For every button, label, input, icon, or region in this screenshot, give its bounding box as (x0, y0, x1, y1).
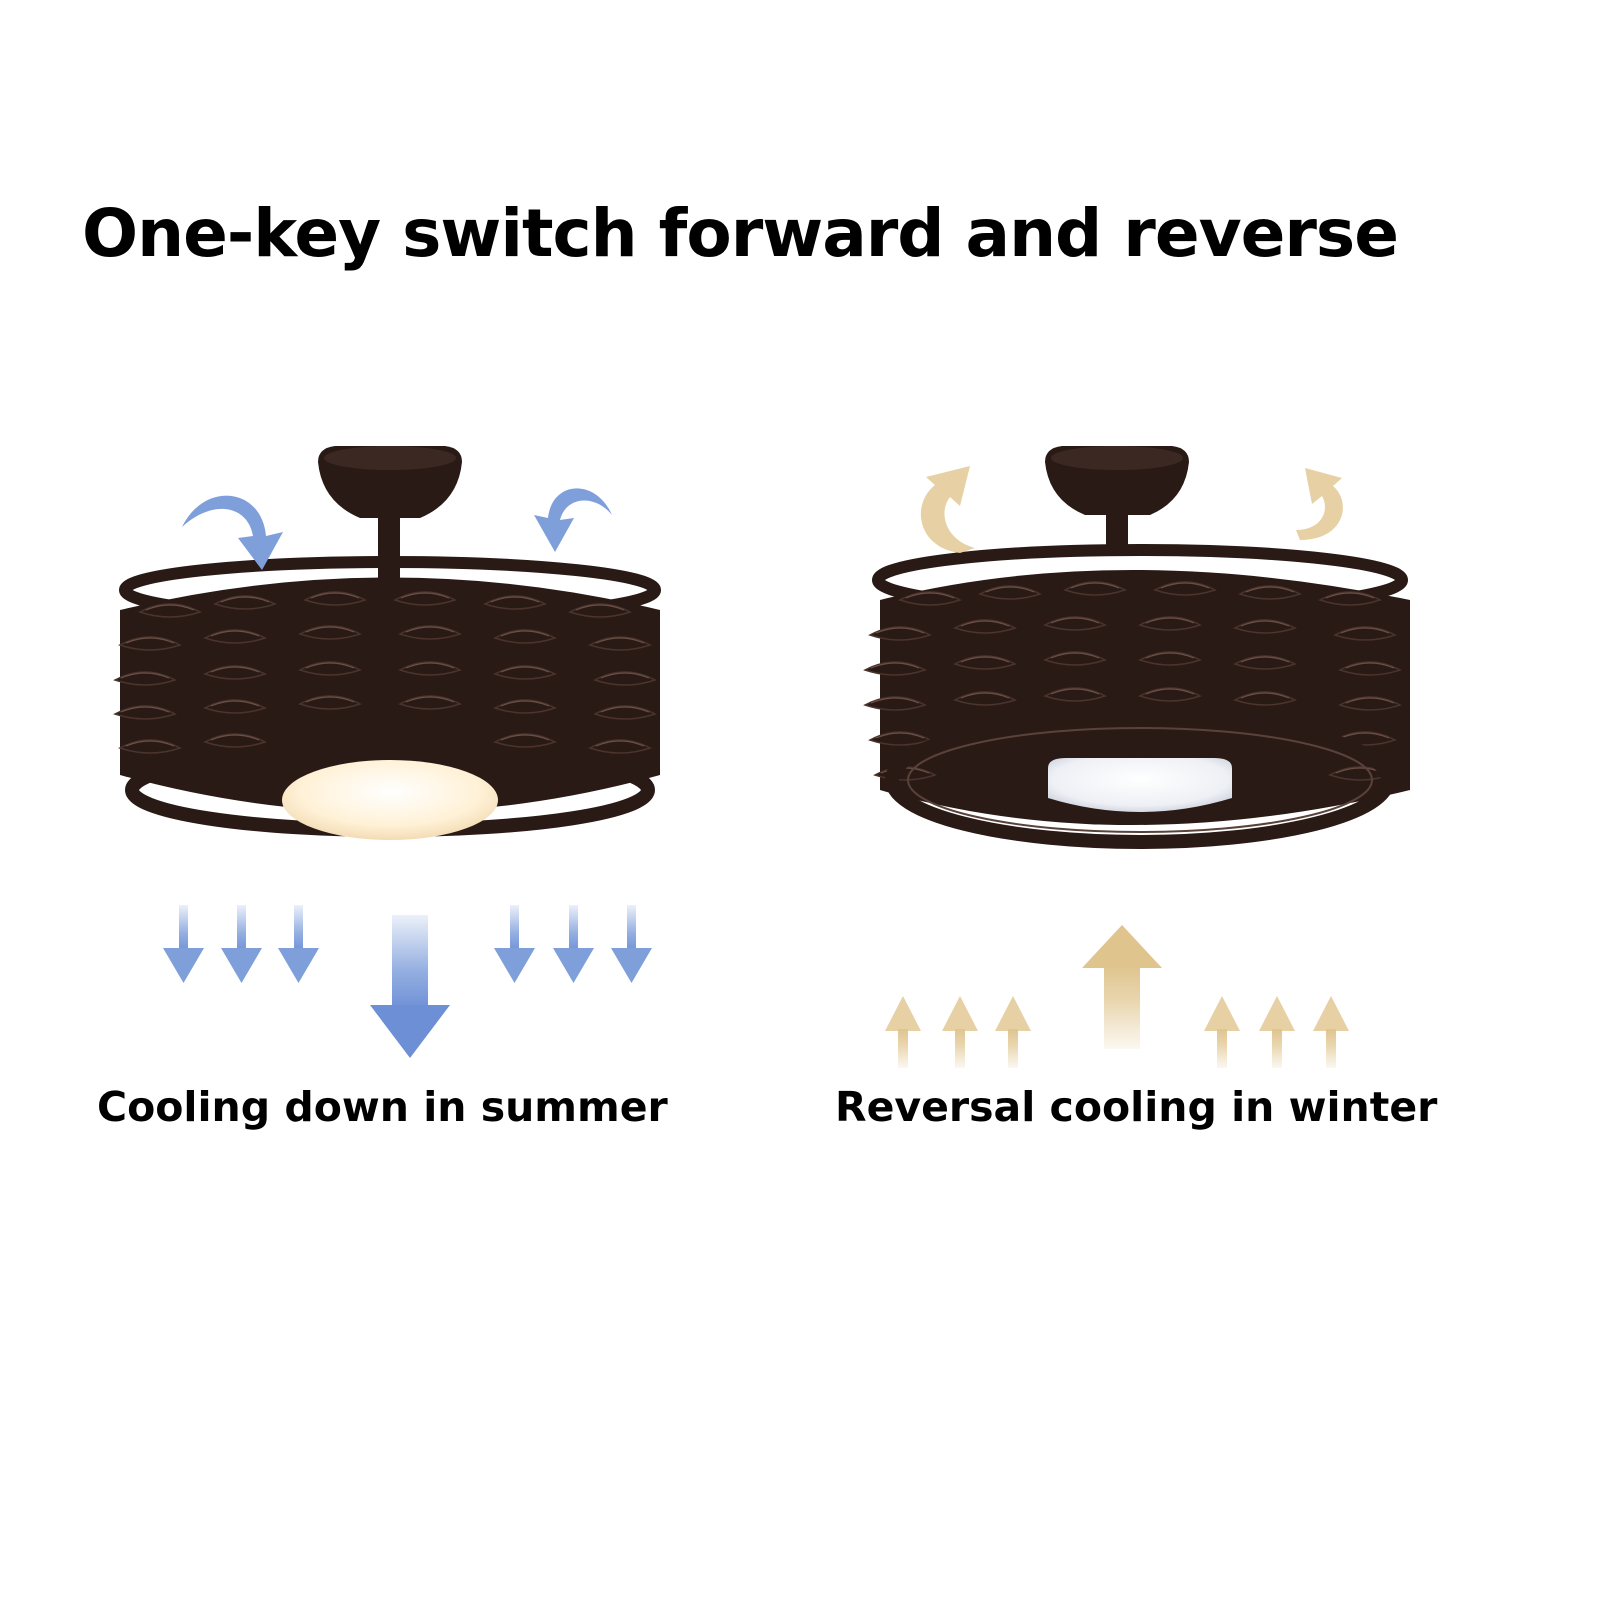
summer-curved-arrows (182, 488, 612, 570)
winter-fan-light (1048, 758, 1232, 812)
summer-down-arrows (163, 905, 652, 1058)
winter-fan-downrod (1106, 512, 1128, 550)
down-arrow-icon (278, 905, 319, 983)
summer-fan-downrod (378, 515, 400, 585)
large-up-arrow-icon (1082, 925, 1162, 1049)
large-down-arrow-icon (370, 915, 450, 1058)
winter-curved-arrow-left-icon (920, 466, 975, 553)
up-arrow-icon (995, 996, 1031, 1068)
up-arrow-icon (1259, 996, 1295, 1068)
down-arrow-icon (221, 905, 262, 983)
winter-curved-arrows (920, 466, 1343, 553)
up-arrow-icon (1204, 996, 1240, 1068)
down-arrow-icon (611, 905, 652, 983)
winter-up-arrows (885, 925, 1349, 1068)
up-arrow-icon (885, 996, 921, 1068)
down-arrow-icon (494, 905, 535, 983)
summer-caption: Cooling down in summer (97, 1083, 668, 1131)
winter-fan-illustration (864, 446, 1410, 849)
summer-curved-arrow-left-icon (182, 495, 283, 570)
winter-caption: Reversal cooling in winter (835, 1083, 1438, 1131)
down-arrow-icon (553, 905, 594, 983)
summer-curved-arrow-right-icon (534, 488, 612, 552)
down-arrow-icon (163, 905, 204, 983)
up-arrow-icon (942, 996, 978, 1068)
up-arrow-icon (1313, 996, 1349, 1068)
summer-fan-illustration (114, 446, 661, 840)
summer-fan-light (282, 760, 498, 840)
winter-curved-arrow-right-icon (1296, 468, 1343, 540)
headline: One-key switch forward and reverse (82, 195, 1399, 272)
